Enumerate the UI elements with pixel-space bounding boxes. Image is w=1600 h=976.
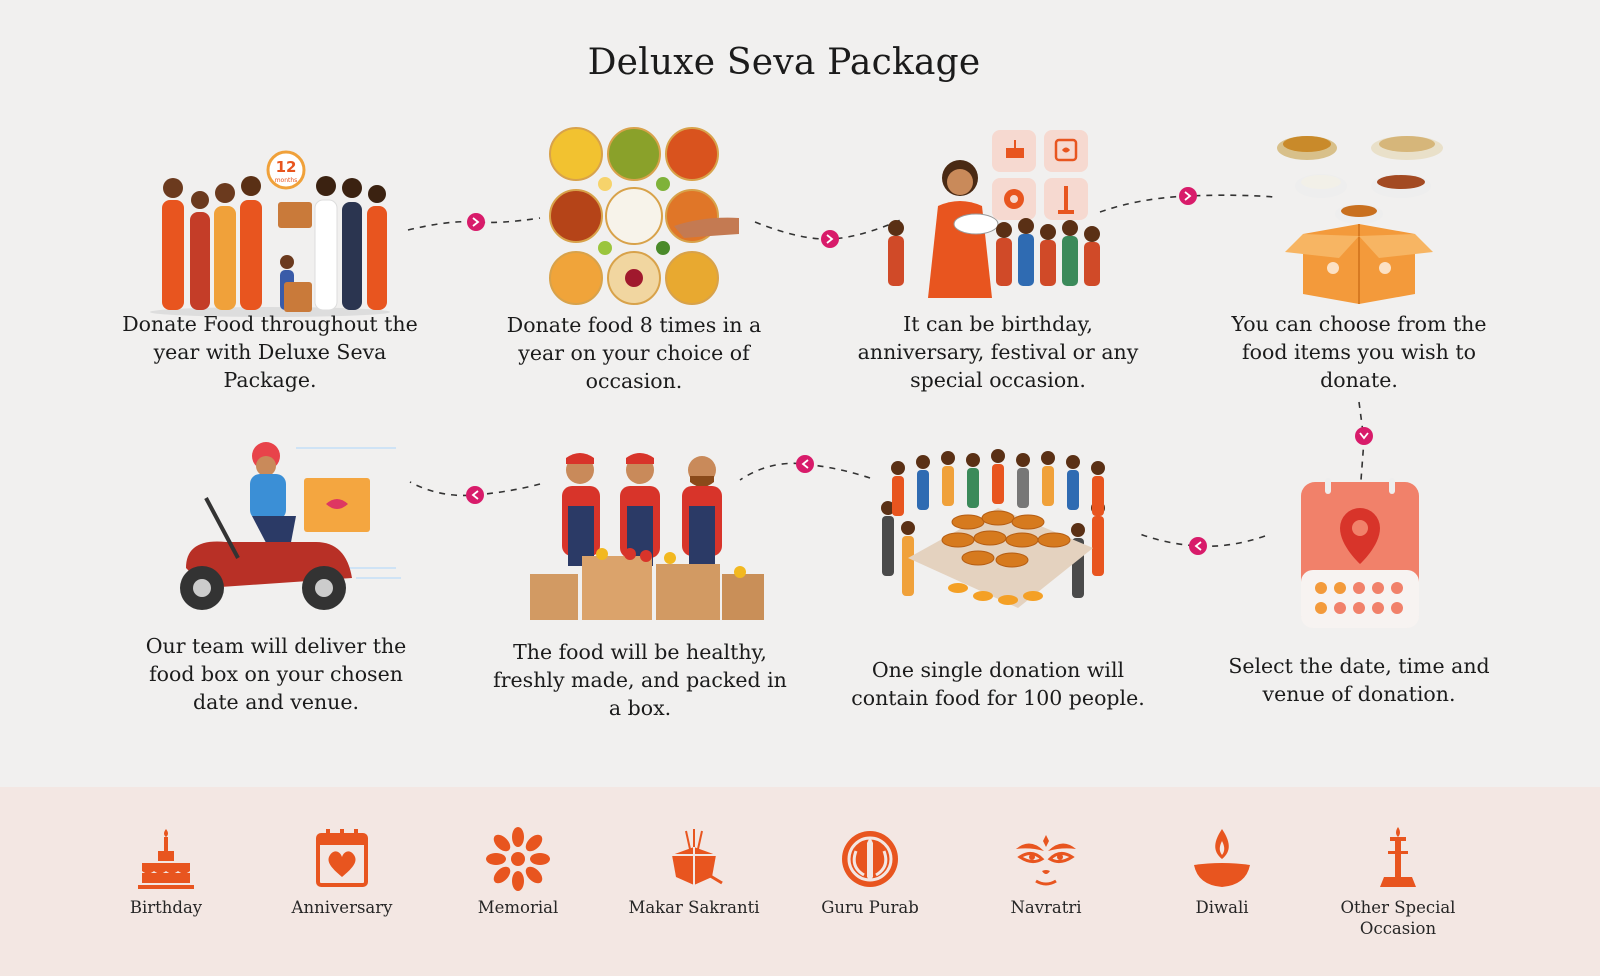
scooter-delivery-illustration <box>146 438 406 618</box>
people-donating-illustration: 12 months <box>140 140 400 320</box>
connector-dot-3[interactable] <box>1179 187 1197 205</box>
occasion-navratri[interactable]: Navratri <box>966 827 1126 918</box>
occasion-birthday[interactable]: Birthday <box>86 827 246 918</box>
cake-icon <box>138 829 194 889</box>
step-3-caption: It can be birthday, anniversary, festiva… <box>857 312 1139 392</box>
khanda-icon <box>842 831 898 887</box>
kite-icon <box>672 829 723 885</box>
occasions-band: Birthday Anniversary Memorial <box>0 787 1600 976</box>
occasion-makar-sakranti[interactable]: Makar Sakranti <box>614 827 774 918</box>
occasion-label: Birthday <box>129 898 203 917</box>
connector-dot-2[interactable] <box>821 230 839 248</box>
occasion-label: Diwali <box>1195 898 1249 917</box>
occasion-label: Other Special Occasion <box>1340 898 1456 938</box>
woman-serving-illustration <box>868 126 1128 306</box>
goddess-eyes-icon <box>1016 835 1076 886</box>
occasion-label: Guru Purab <box>821 898 919 917</box>
step-5-caption: Select the date, time and venue of donat… <box>1228 654 1490 706</box>
crowd-food-pots-illustration <box>868 438 1128 618</box>
lamp-stand-icon <box>1380 827 1416 887</box>
occasion-label: Navratri <box>1010 898 1082 917</box>
occasion-anniversary[interactable]: Anniversary <box>262 827 422 918</box>
calendar-heart-icon <box>316 829 368 887</box>
connector-dot-1[interactable] <box>467 213 485 231</box>
food-bowls-illustration <box>504 126 764 306</box>
step-8-caption: Our team will deliver the food box on yo… <box>145 634 407 714</box>
badge-sub: months <box>275 177 298 184</box>
diya-icon <box>1194 829 1250 887</box>
step-7-caption: The food will be healthy, freshly made, … <box>493 640 787 720</box>
volunteers-packing-illustration <box>510 446 770 626</box>
occasion-label: Makar Sakranti <box>628 898 760 917</box>
occasion-label: Memorial <box>477 898 559 917</box>
calendar-location-illustration <box>1229 478 1489 658</box>
occasion-other-special[interactable]: Other Special Occasion <box>1318 827 1478 939</box>
step-4-caption: You can choose from the food items you w… <box>1231 312 1487 392</box>
occasion-guru-purab[interactable]: Guru Purab <box>790 827 950 918</box>
connector-dot-5[interactable] <box>1189 537 1207 555</box>
connector-dot-7[interactable] <box>466 486 484 504</box>
food-items-box-illustration <box>1229 126 1489 306</box>
flower-icon <box>486 827 550 891</box>
step-2-caption: Donate food 8 times in a year on your ch… <box>506 313 762 393</box>
occasion-label: Anniversary <box>291 898 393 917</box>
occasion-memorial[interactable]: Memorial <box>438 827 598 918</box>
step-1-caption: Donate Food throughout the year with Del… <box>122 312 418 392</box>
connector-dot-6[interactable] <box>796 455 814 473</box>
badge-number: 12 <box>276 158 297 176</box>
page-title: Deluxe Seva Package <box>587 42 981 83</box>
connector-dot-4[interactable] <box>1355 427 1373 445</box>
step-6-caption: One single donation will contain food fo… <box>851 658 1145 710</box>
occasion-diwali[interactable]: Diwali <box>1142 827 1302 918</box>
badge-12-months: 12 months <box>266 150 306 190</box>
